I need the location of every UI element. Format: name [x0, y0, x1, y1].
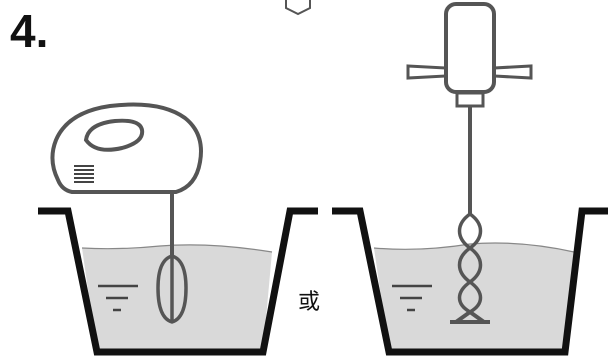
stirrer-motor — [444, 2, 496, 94]
left-level-mark-icon — [98, 284, 138, 312]
mixer-handle-hole — [83, 118, 145, 152]
left-bucket — [38, 207, 318, 356]
or-label: 或 — [298, 290, 321, 315]
right-liquid — [374, 243, 574, 352]
left-bucket-outline — [38, 207, 318, 356]
left-liquid — [82, 244, 272, 352]
right-bucket-outline — [332, 207, 608, 356]
cutoff-shape — [285, 0, 311, 16]
hand-mixer-icon — [50, 102, 203, 324]
stirrer-twisted-blade — [457, 212, 483, 314]
stirrer-handle-right — [492, 64, 533, 80]
stirrer-handle-left — [406, 64, 448, 80]
step-number: 4. — [10, 5, 49, 57]
mixer-whisk — [156, 254, 188, 324]
mixer-vent-icon — [74, 165, 94, 183]
right-liquid-surface — [373, 242, 575, 253]
stirrer-icon — [406, 2, 533, 324]
stirrer-collar — [455, 91, 485, 108]
stirrer-foot — [450, 310, 490, 324]
right-bucket — [332, 207, 608, 356]
right-level-mark-icon — [392, 284, 432, 312]
left-liquid-surface — [81, 244, 273, 253]
